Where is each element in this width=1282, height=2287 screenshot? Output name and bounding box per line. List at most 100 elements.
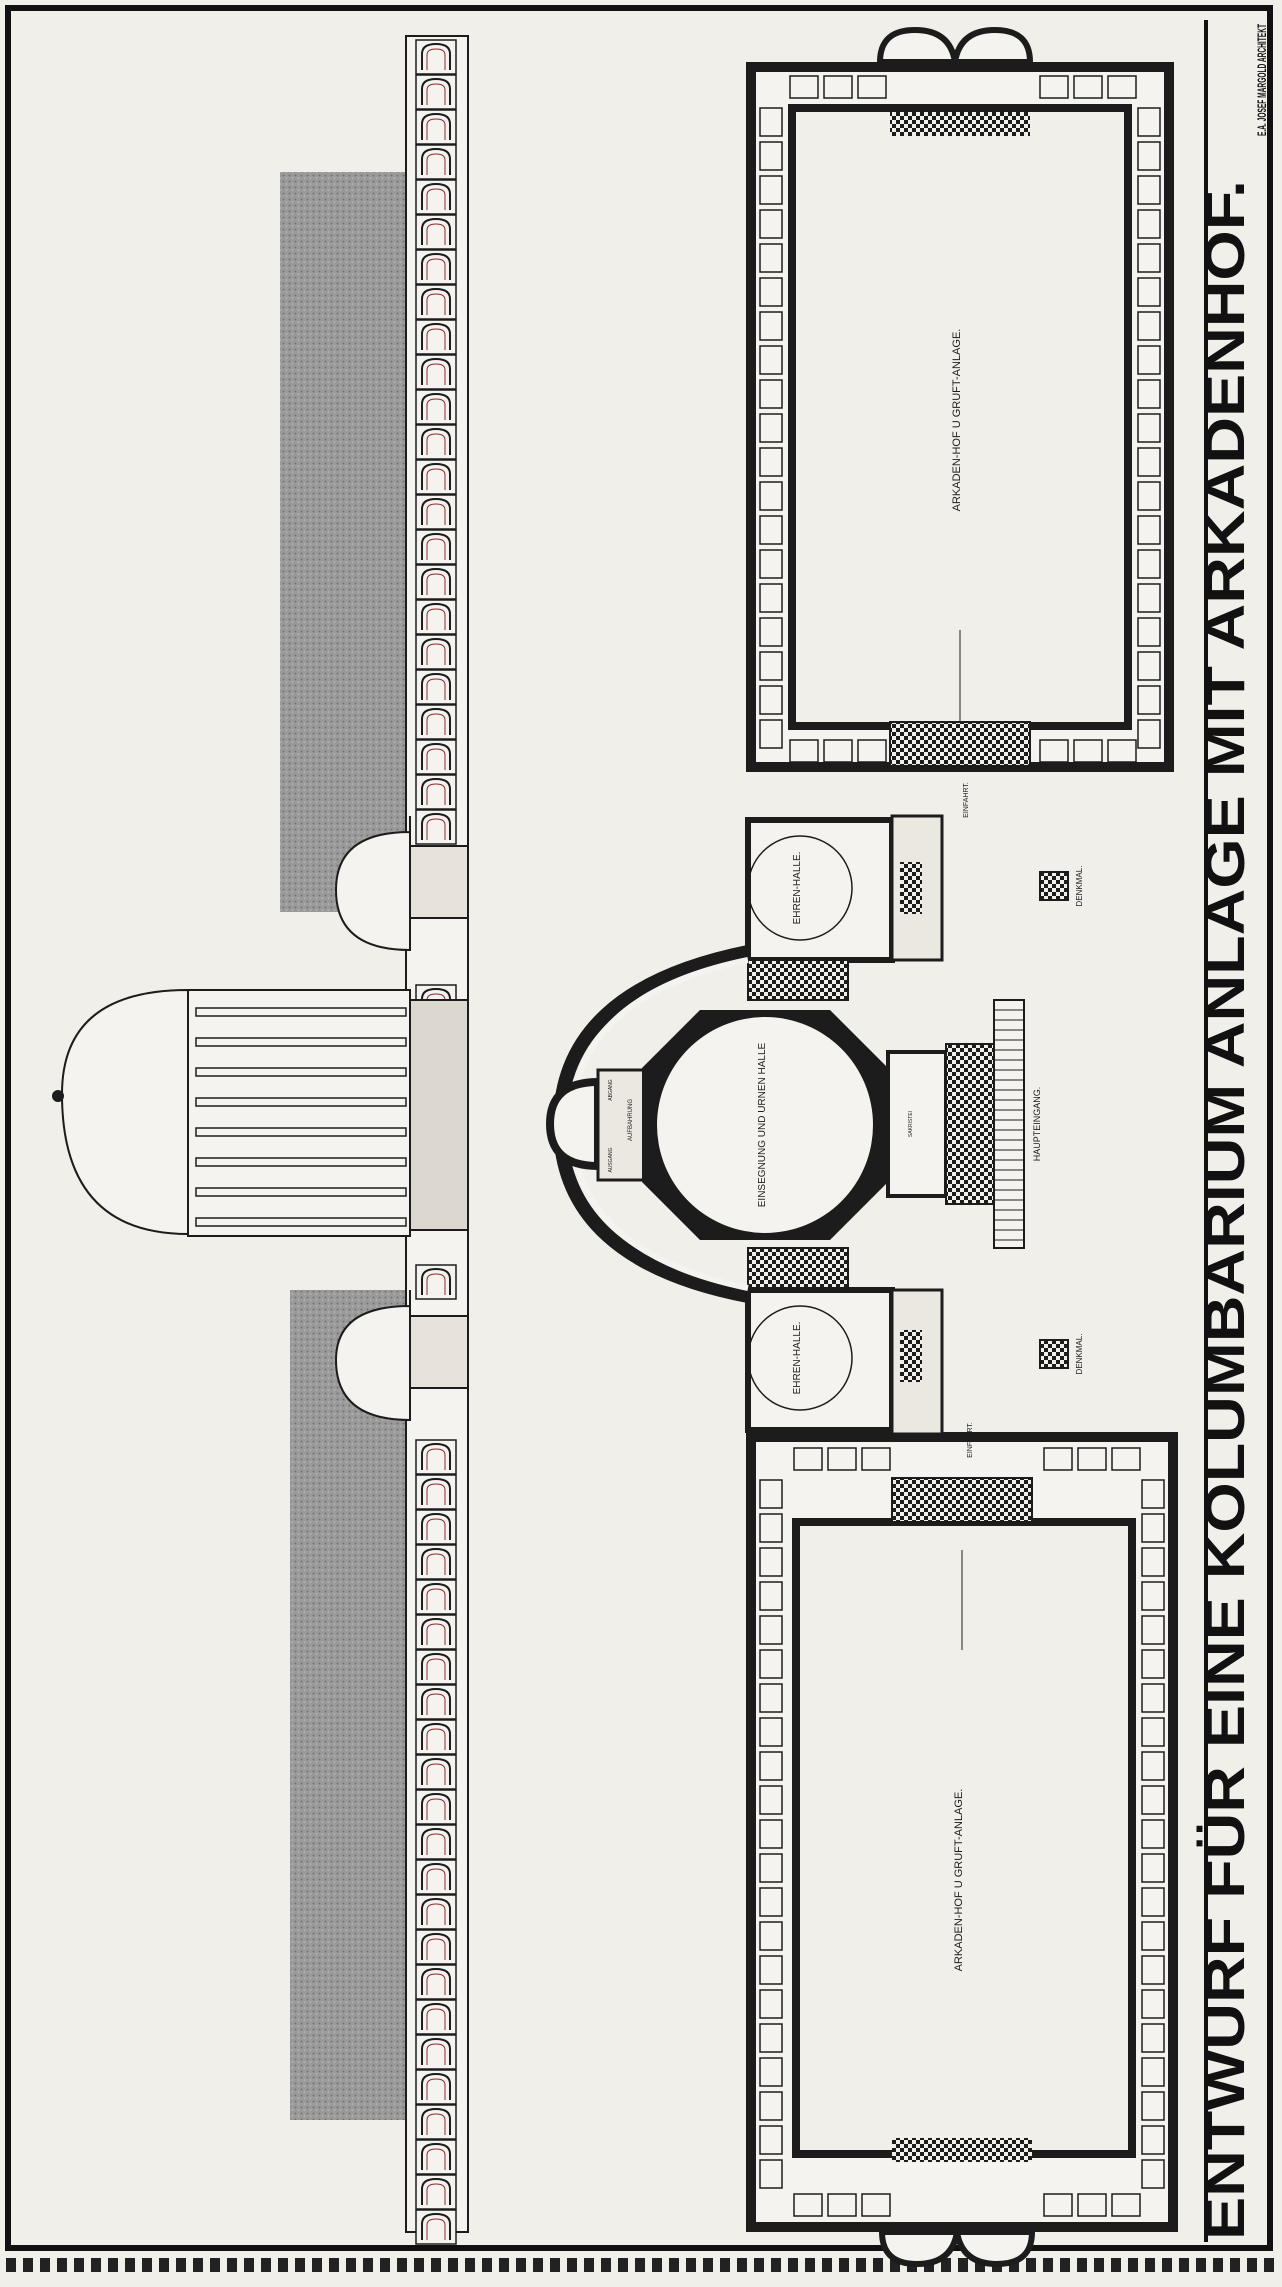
perforation-strip — [6, 2258, 1274, 2272]
court-top-label: ARKADEN-HOF U GRUFT-ANLAGE. — [951, 329, 963, 512]
arcade-cell — [759, 1785, 783, 1815]
arcade-cell — [789, 739, 819, 763]
arcade-bay — [415, 424, 457, 460]
arcade-cell — [1111, 1447, 1141, 1471]
arcade-bay — [415, 1684, 457, 1720]
arcade-cell — [1141, 1819, 1165, 1849]
arcade-bay — [415, 389, 457, 425]
arcade-cell — [1043, 1447, 1073, 1471]
arcade-bay — [415, 739, 457, 775]
arcade-bay — [415, 529, 457, 565]
perforation-hole — [1060, 2258, 1070, 2272]
arcade-cell — [1141, 2159, 1165, 2189]
perforation-hole — [1094, 2258, 1104, 2272]
arcade-cell — [827, 2193, 857, 2217]
arcade-cell — [857, 75, 887, 99]
hall-top-label: EHREN-HALLE. — [792, 852, 803, 925]
rear-apse — [545, 1077, 602, 1171]
arcade-cell — [759, 1955, 783, 1985]
perforation-hole — [1179, 2258, 1189, 2272]
colonnade-band — [195, 1037, 407, 1047]
perforation-hole — [482, 2258, 492, 2272]
arcade-cell — [759, 1615, 783, 1645]
hall-top-annex-grid — [900, 862, 922, 914]
perforation-hole — [210, 2258, 220, 2272]
sheet-authors: E.A. JOSEF MARGOLD ARCHITEKT — [1255, 24, 1269, 136]
arcade-cell — [759, 1547, 783, 1577]
arcade-cell — [827, 1447, 857, 1471]
hall-bottom-circle — [747, 1305, 853, 1411]
main-entrance-label: HAUPTEINGANG. — [1032, 1087, 1042, 1162]
arcade-bay — [415, 1999, 457, 2035]
arcade-cell — [759, 549, 783, 579]
arcade-bay — [415, 599, 457, 635]
arcade-cell — [759, 1513, 783, 1543]
perforation-hole — [669, 2258, 679, 2272]
arcade-cell — [759, 2057, 783, 2087]
perforation-hole — [465, 2258, 475, 2272]
arcade-cell — [759, 1887, 783, 1917]
arcade-cell — [1141, 2091, 1165, 2121]
perforation-hole — [890, 2258, 900, 2272]
arcade-cell — [759, 719, 783, 749]
arcade-cell — [759, 515, 783, 545]
arcade-cell — [759, 447, 783, 477]
drive-top-label: EINFAHRT. — [963, 782, 970, 818]
arcade-cell — [823, 739, 853, 763]
court-arcade-cells — [759, 75, 1165, 2217]
colonnade-band — [195, 1187, 407, 1197]
central-columns — [195, 1007, 407, 1227]
lower-court-gate — [891, 1477, 1033, 1523]
arcade-cell — [759, 2125, 783, 2155]
upper-apse-grid — [890, 112, 1030, 136]
hall-bottom-label: EHREN-HALLE. — [792, 1322, 803, 1395]
arcade-cell — [759, 1479, 783, 1509]
hall-top-circle — [747, 835, 853, 941]
upper-court-apse — [876, 26, 1034, 65]
perforation-hole — [652, 2258, 662, 2272]
perforation-hole — [159, 2258, 169, 2272]
arcade-bay — [415, 2104, 457, 2140]
arcade-cell — [1141, 1513, 1165, 1543]
perforation-hole — [278, 2258, 288, 2272]
perforation-hole — [193, 2258, 203, 2272]
perforation-hole — [346, 2258, 356, 2272]
perforation-hole — [1213, 2258, 1223, 2272]
arcade-cell — [1141, 1547, 1165, 1577]
arcade-cell — [1137, 583, 1161, 613]
arcade-cell — [1141, 1853, 1165, 1883]
perforation-hole — [703, 2258, 713, 2272]
arcade-cell — [759, 413, 783, 443]
arcade-cell — [759, 175, 783, 205]
arcade-bay — [415, 1649, 457, 1685]
arcade-bay — [415, 2174, 457, 2210]
perforation-hole — [941, 2258, 951, 2272]
perforation-hole — [499, 2258, 509, 2272]
urn-hall-floor — [657, 1017, 873, 1233]
perforation-hole — [737, 2258, 747, 2272]
elevation-drawing — [52, 35, 469, 2245]
drive-bottom-label: EINFAHRT. — [967, 1422, 974, 1458]
arcade-cell — [759, 209, 783, 239]
arcade-cell — [1137, 481, 1161, 511]
monument-bottom-label: DENKMAL. — [1075, 1334, 1084, 1375]
arcade-cell — [759, 2159, 783, 2189]
colonnade-band — [195, 1007, 407, 1017]
arcade-cell — [1137, 311, 1161, 341]
perforation-hole — [1247, 2258, 1257, 2272]
elevation-stipple-lower — [290, 1290, 416, 2120]
perforation-hole — [567, 2258, 577, 2272]
title-strip-rule — [1204, 20, 1208, 2242]
perforation-hole — [397, 2258, 407, 2272]
perforation-hole — [873, 2258, 883, 2272]
colonnade-band — [195, 1217, 407, 1227]
perforation-hole — [125, 2258, 135, 2272]
perforation-hole — [1145, 2258, 1155, 2272]
perforation-hole — [261, 2258, 271, 2272]
arcade-bay — [415, 1544, 457, 1580]
monument-top-label: DENKMAL. — [1075, 866, 1084, 907]
arcade-bay — [415, 1474, 457, 1510]
urn-hall-label: EINSEGNUNG UND URNEN HALLE — [757, 1042, 768, 1207]
arcade-cell — [861, 1447, 891, 1471]
monument-bottom — [1039, 1339, 1069, 1369]
